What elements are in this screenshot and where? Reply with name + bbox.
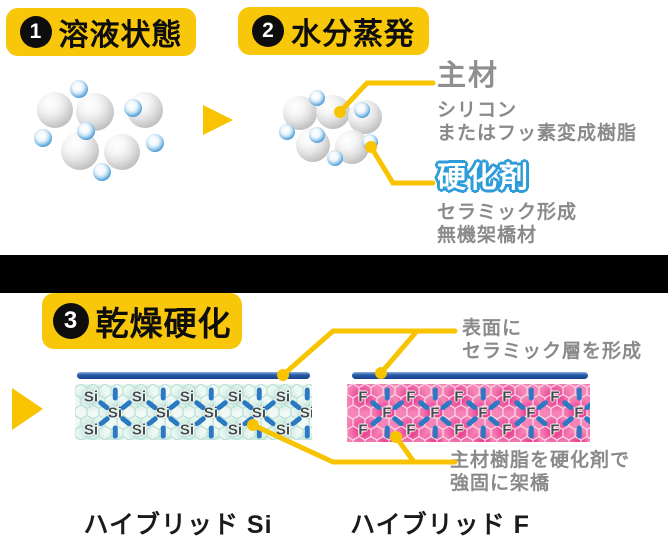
hardener-sphere <box>124 99 142 117</box>
main-material-line1: シリコン <box>437 100 518 121</box>
step-badge-solution: 1 溶液状態 <box>6 8 196 56</box>
lattice-node: F <box>454 388 464 406</box>
lattice-node: Si <box>227 388 243 406</box>
step-number-icon: 1 <box>19 16 52 48</box>
hardener-sphere <box>77 122 95 140</box>
lattice-node: F <box>478 404 488 422</box>
step-label: 溶液状態 <box>58 19 183 52</box>
hardener-sphere <box>146 134 164 152</box>
bond-dash <box>256 387 262 401</box>
bond-dash <box>384 387 390 401</box>
bond-dash <box>256 425 262 439</box>
surface-label: 表面に セラミック層を形成 <box>462 318 642 364</box>
crosslink-line1: 主材樹脂を硬化剤で <box>450 450 631 471</box>
surface-line2: セラミック層を形成 <box>462 340 643 362</box>
hardener-line2: 無機架橋材 <box>437 225 538 247</box>
bond-dash <box>304 387 310 401</box>
process-arrow-icon <box>203 105 233 135</box>
bond-dash <box>576 387 582 401</box>
lattice-node: F <box>382 404 392 422</box>
lattice-node: Si <box>275 388 291 406</box>
step-label: 乾燥硬化 <box>95 305 232 342</box>
bond-dash <box>208 387 214 401</box>
crosslink-line2: 強固に架橋 <box>450 472 551 494</box>
bond-dash <box>432 425 438 439</box>
process-arrow-icon <box>12 388 43 430</box>
lattice-node: Si <box>299 404 312 422</box>
ceramic-layer-bar-si <box>77 372 310 379</box>
hardener-connector <box>368 144 436 186</box>
lattice-node: F <box>550 421 560 439</box>
hardener-sphere <box>70 80 88 98</box>
lattice-node: Si <box>179 388 195 406</box>
lattice-node: F <box>358 388 368 406</box>
step-badge-evaporation: 2 水分蒸発 <box>238 7 429 55</box>
lattice-node: Si <box>131 421 147 439</box>
step-number-icon: 2 <box>252 15 284 47</box>
surface-connector-f <box>378 328 420 376</box>
bond-dash <box>528 425 534 439</box>
hardener-sphere <box>34 129 52 147</box>
si-lattice: SiSiSiSiSiSiSiSiSiSiSiSiSiSiSi <box>75 384 312 440</box>
lattice-node: Si <box>83 388 99 406</box>
bond-dash <box>480 425 486 439</box>
lattice-node: F <box>406 421 416 439</box>
lattice-node: Si <box>227 421 243 439</box>
bond-dash <box>432 387 438 401</box>
hardener-sphere <box>309 127 325 143</box>
lattice-node: F <box>526 404 536 422</box>
main-material-line2: またはフッ素変成樹脂 <box>437 123 638 145</box>
hardener-line1: セラミック形成 <box>437 202 578 223</box>
hardener-label: 硬化剤 セラミック形成 無機架橋材 <box>437 164 577 247</box>
bond-dash <box>160 387 166 401</box>
lattice-node: Si <box>131 388 147 406</box>
hardener-sphere <box>327 150 343 166</box>
lattice-node: Si <box>179 421 195 439</box>
lattice-node: F <box>430 404 440 422</box>
bond-dash <box>112 425 118 439</box>
lattice-node: Si <box>107 404 123 422</box>
bond-dash <box>208 425 214 439</box>
lattice-node: F <box>358 421 368 439</box>
surface-connector-si <box>280 328 458 378</box>
main-material-label: 主材 シリコン またはフッ素変成樹脂 <box>437 62 637 145</box>
hardener-sphere <box>354 102 370 118</box>
hardener-sphere <box>279 124 295 140</box>
main-material-sphere <box>104 134 140 170</box>
lattice-node: Si <box>155 404 171 422</box>
main-material-title: 主材 <box>437 60 500 92</box>
step-badge-curing: 3 乾燥硬化 <box>42 293 242 349</box>
divider-band <box>0 255 668 293</box>
lattice-node: F <box>574 404 584 422</box>
step-number-icon: 3 <box>52 303 89 339</box>
f-caption: ハイブリッド F <box>350 511 530 539</box>
lattice-node: Si <box>251 404 267 422</box>
si-caption: ハイブリッド Si <box>83 511 273 539</box>
lattice-node: Si <box>83 421 99 439</box>
bond-dash <box>304 425 310 439</box>
hardener-title: 硬化剤 <box>437 162 531 194</box>
bond-dash <box>528 387 534 401</box>
lattice-node: F <box>454 421 464 439</box>
hardener-sphere <box>93 163 111 181</box>
bond-dash <box>112 387 118 401</box>
step-label: 水分蒸発 <box>291 18 415 51</box>
ceramic-layer-bar-f <box>352 372 588 379</box>
surface-line1: 表面に <box>462 318 523 339</box>
bond-dash <box>160 425 166 439</box>
lattice-node: F <box>550 388 560 406</box>
crosslink-label: 主材樹脂を硬化剤で 強固に架橋 <box>450 450 630 496</box>
hardener-sphere <box>309 90 325 106</box>
lattice-node: Si <box>203 404 219 422</box>
hardener-sphere <box>362 134 378 150</box>
lattice-node: F <box>502 388 512 406</box>
bond-dash <box>480 387 486 401</box>
bond-dash <box>384 425 390 439</box>
bond-dash <box>576 425 582 439</box>
lattice-node: F <box>406 388 416 406</box>
main-material-sphere <box>37 92 73 128</box>
lattice-node: F <box>502 421 512 439</box>
lattice-node: Si <box>275 421 291 439</box>
